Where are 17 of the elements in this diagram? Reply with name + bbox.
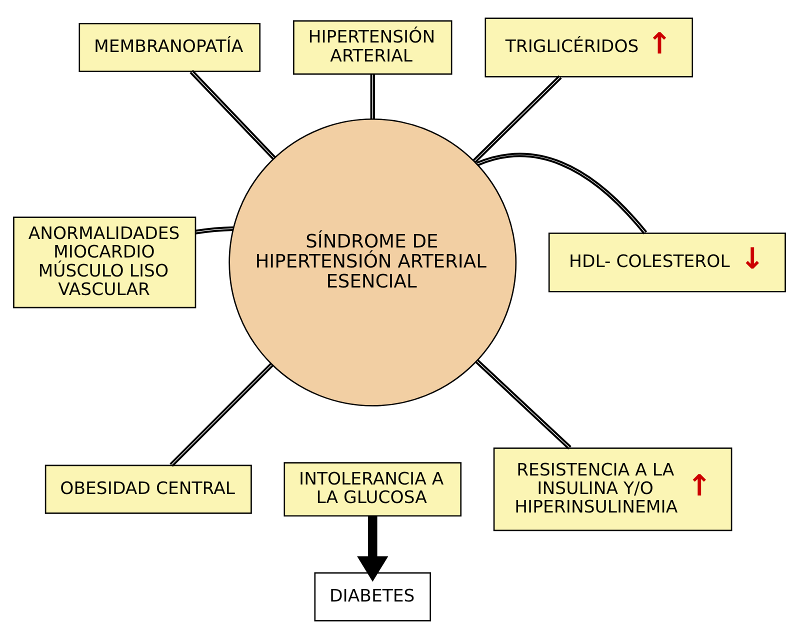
connector [195, 226, 234, 234]
node-circle: SÍNDROME DE HIPERTENSIÓN ARTERIAL ESENCIAL [228, 118, 517, 406]
node-box: DIABETES [314, 572, 432, 622]
node-box: INTOLERANCIA A LA GLUCOSA [284, 462, 462, 517]
connector [190, 70, 276, 160]
node-box: OBESIDAD CENTRAL [44, 464, 252, 514]
connector [476, 152, 648, 234]
node-box: MEMBRANOPATÍA [78, 22, 261, 72]
connector [472, 75, 562, 163]
connector [370, 74, 375, 120]
node-box: TRIGLICÉRIDOS ↑ [484, 18, 694, 78]
arrow [357, 516, 388, 582]
node-box: HIPERTENSIÓN ARTERIAL [293, 20, 452, 75]
connector [475, 359, 572, 450]
node-box: ANORMALIDADES MIOCARDIO MÚSCULO LISO VASCULAR [13, 216, 196, 308]
connector [170, 363, 274, 467]
node-box: HDL- COLESTEROL ↓ [548, 232, 786, 292]
